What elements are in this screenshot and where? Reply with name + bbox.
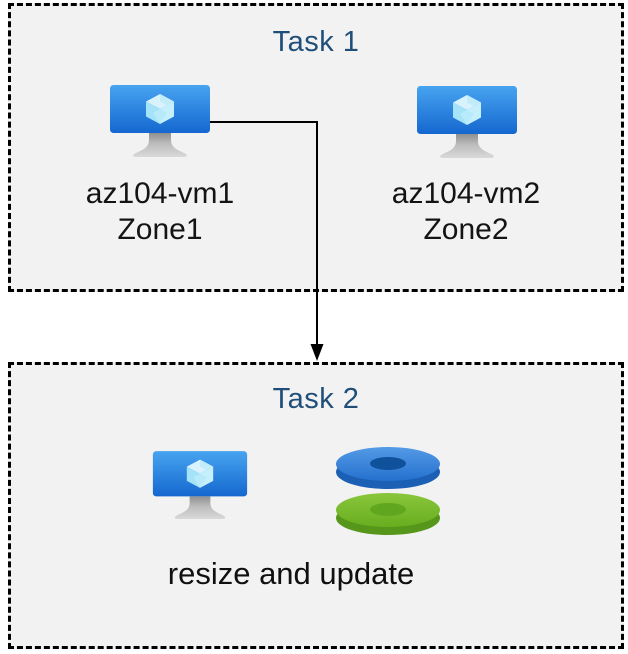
vm2-label: az104-vm2 Zone2 bbox=[346, 176, 586, 248]
azure-vm-icon bbox=[415, 84, 519, 162]
task2-title: Task 2 bbox=[272, 383, 360, 415]
task2-box: Task 2 resize and update bbox=[8, 362, 624, 649]
vm1-label: az104-vm1 Zone1 bbox=[40, 176, 280, 248]
task2-caption: resize and update bbox=[167, 556, 415, 591]
vm1-name: az104-vm1 bbox=[85, 177, 235, 210]
vm2-name: az104-vm2 bbox=[391, 177, 541, 210]
vm2-zone: Zone2 bbox=[423, 213, 509, 246]
task1-box: Task 1 az104-vm1 Zone1 az104-vm2 Zone2 bbox=[8, 3, 624, 292]
azure-disks-icon bbox=[323, 436, 453, 536]
task1-title: Task 1 bbox=[272, 26, 360, 58]
vm1-zone: Zone1 bbox=[117, 213, 203, 246]
azure-vm-icon bbox=[151, 449, 249, 523]
azure-vm-icon bbox=[108, 83, 212, 161]
